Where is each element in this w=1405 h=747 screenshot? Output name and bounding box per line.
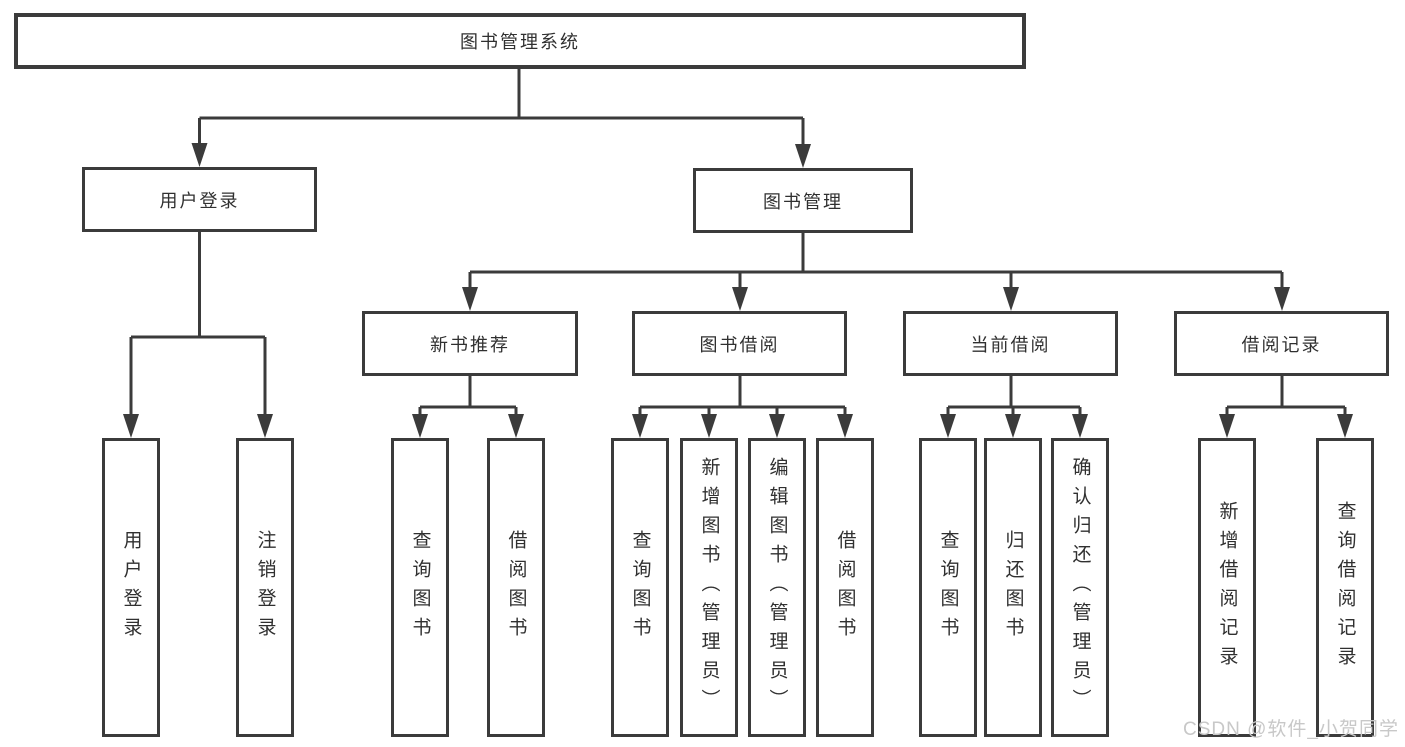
node-leaf-user-login: 用户登录: [102, 438, 160, 737]
connector-book-borrow-children: [632, 376, 853, 438]
node-leaf-confirm-return-admin: 确认归还（管理员）: [1051, 438, 1109, 737]
node-leaf-query-books-current: 查询图书: [919, 438, 977, 737]
node-leaf-add-book-admin: 新增图书（管理员）: [680, 438, 738, 737]
node-leaf-borrow-books-recommend: 借阅图书: [487, 438, 545, 737]
node-borrow-records: 借阅记录: [1174, 311, 1389, 376]
connector-current-borrow-children: [940, 376, 1088, 438]
connector-new-book-children: [412, 376, 524, 438]
node-leaf-logout: 注销登录: [236, 438, 294, 737]
connector-book-management-children: [462, 233, 1290, 311]
node-leaf-return-book: 归还图书: [984, 438, 1042, 737]
node-leaf-edit-book-admin: 编辑图书（管理员）: [748, 438, 806, 737]
node-leaf-query-borrow-record: 查询借阅记录: [1316, 438, 1374, 737]
node-leaf-add-borrow-record: 新增借阅记录: [1198, 438, 1256, 737]
node-leaf-query-books-borrow: 查询图书: [611, 438, 669, 737]
node-new-book-recommend: 新书推荐: [362, 311, 578, 376]
node-book-management: 图书管理: [693, 168, 913, 233]
connector-user-login-children: [123, 232, 273, 438]
node-user-login: 用户登录: [82, 167, 317, 232]
node-leaf-borrow-books: 借阅图书: [816, 438, 874, 737]
csdn-watermark: CSDN @软件_小贺同学: [1183, 719, 1399, 740]
node-leaf-query-books-recommend: 查询图书: [391, 438, 449, 737]
node-current-borrow: 当前借阅: [903, 311, 1118, 376]
connector-borrow-records-children: [1219, 376, 1353, 438]
connector-root-to-level2: [191, 69, 811, 168]
node-library-management-system: 图书管理系统: [14, 13, 1026, 69]
node-book-borrow: 图书借阅: [632, 311, 847, 376]
